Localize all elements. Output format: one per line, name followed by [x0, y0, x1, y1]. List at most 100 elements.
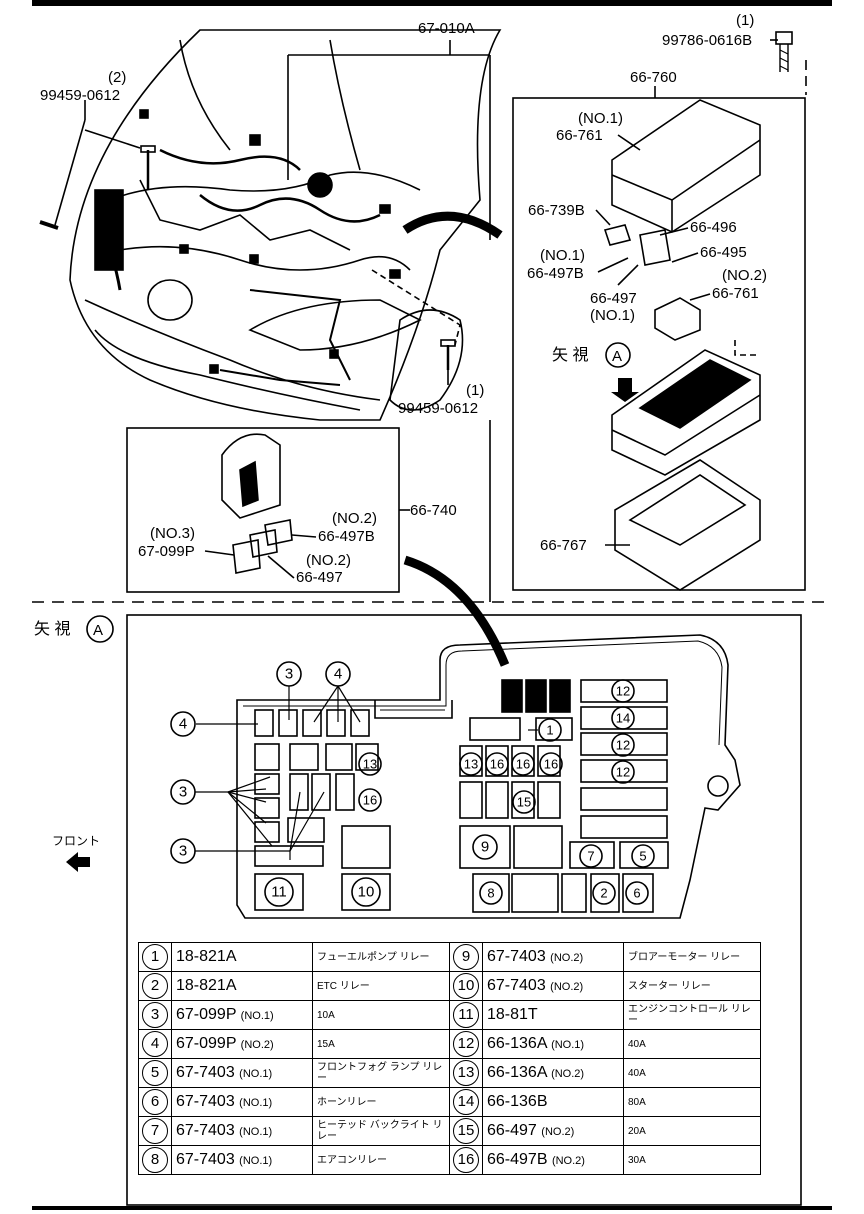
fuse-box-top-view: [236, 634, 741, 919]
slot-16d: 16: [363, 793, 377, 808]
part-description: 40A: [623, 1058, 761, 1088]
table-row: 3 67-099P (NO.1) 10A 11 18-81T エンジンコントロー…: [138, 1000, 761, 1030]
item-number: 11: [453, 1002, 479, 1028]
item-number: 16: [453, 1147, 479, 1173]
bolt-top: (1) 99786-0616B: [662, 12, 793, 72]
relay-497-label: 66-497: [590, 290, 637, 307]
fuse-box-panel: 66-760 (NO.1) 66-761 66-739B 66-496 66-4…: [512, 69, 806, 591]
part-number: 67-099P: [176, 1006, 237, 1023]
part-description: ブロアーモーター リレー: [623, 942, 761, 972]
marker-4b: 4: [334, 666, 342, 683]
r099p-label: 67-099P: [138, 543, 195, 560]
harness-callout: 67-010A: [287, 20, 491, 602]
slot-7: 7: [587, 849, 594, 864]
cover-no1-label: 66-761: [556, 127, 603, 144]
view-a-letter: A: [612, 348, 622, 365]
table-row: 6 67-7403 (NO.1) ホーンリレー 14 66-136B 80A: [138, 1087, 761, 1117]
r497-no2-label: 66-497: [296, 569, 343, 586]
bolt-top-qty: (1): [736, 12, 754, 29]
bolt-top-label: 99786-0616B: [662, 32, 752, 49]
fuse-495-label: 66-495: [700, 244, 747, 261]
part-qty: (NO.2): [541, 1126, 575, 1138]
part-number: 67-7403: [487, 977, 546, 994]
view-a-marker: 矢 視 A: [552, 342, 639, 402]
part-qty: (NO.1): [239, 1155, 273, 1167]
relay-box-label: 66-740: [410, 502, 457, 519]
r497b-no2-label: 66-497B: [318, 528, 375, 545]
slot-6: 6: [633, 886, 640, 901]
table-row: 1 18-821A フューエルポンプ リレー 9 67-7403 (NO.2) …: [138, 942, 761, 972]
fuse-496-label: 66-496: [690, 219, 737, 236]
leader-lines: [195, 685, 538, 860]
item-number: 14: [453, 1089, 479, 1115]
relay-box-panel: 66-740 (NO.2) 66-497B (NO.3) 67-099P (NO…: [126, 427, 457, 593]
part-description: フロントフォグ ランプ リレー: [312, 1058, 450, 1088]
table-row: 8 67-7403 (NO.1) エアコンリレー 16 66-497B (NO.…: [138, 1145, 761, 1175]
part-qty: (NO.2): [551, 1155, 585, 1167]
slot-10: 10: [358, 884, 375, 901]
part-description: 30A: [623, 1145, 761, 1175]
harness-label: 67-010A: [418, 20, 475, 37]
r497-no2-qty: (NO.2): [306, 552, 351, 569]
item-number: 13: [453, 1060, 479, 1086]
part-number: 67-7403: [176, 1093, 235, 1110]
item-number: 1: [142, 944, 168, 970]
item-number: 9: [453, 944, 479, 970]
part-description: ホーンリレー: [312, 1087, 450, 1117]
slot-12c: 12: [616, 765, 630, 780]
view-a-heading-letter: A: [93, 622, 103, 639]
r497b-no2-qty: (NO.2): [332, 510, 377, 527]
item-number: 7: [142, 1118, 168, 1144]
part-qty: (NO.1): [239, 1097, 273, 1109]
bolt-bottom-qty: (1): [466, 382, 484, 399]
slot-12a: 12: [616, 684, 630, 699]
slot-5: 5: [639, 849, 646, 864]
item-number: 6: [142, 1089, 168, 1115]
slot-13a: 13: [464, 757, 478, 772]
front-label: フロント: [52, 834, 100, 848]
slot-markers: [170, 661, 655, 907]
relay-497b-label: 66-497B: [527, 265, 584, 282]
part-number: 18-821A: [176, 977, 237, 994]
slot-16c: 16: [544, 757, 558, 772]
table-row: 4 67-099P (NO.2) 15A 12 66-136A (NO.1) 4…: [138, 1029, 761, 1059]
marker-3b: 3: [179, 784, 187, 801]
part-qty: (NO.2): [240, 1039, 274, 1051]
cover-no1-qty: (NO.1): [578, 110, 623, 127]
part-description: エンジンコントロール リレー: [623, 1000, 761, 1030]
part-number: 66-136A: [487, 1064, 547, 1081]
marker-4a: 4: [179, 716, 187, 733]
relay-497b-qty: (NO.1): [540, 247, 585, 264]
part-number: 67-7403: [176, 1064, 235, 1081]
part-qty: (NO.2): [550, 952, 584, 964]
slot-15: 15: [517, 795, 531, 810]
part-description: 80A: [623, 1087, 761, 1117]
part-number: 67-7403: [176, 1151, 235, 1168]
marker-3a: 3: [285, 666, 293, 683]
view-a-heading-text: 矢 視: [34, 620, 70, 638]
table-row: 7 67-7403 (NO.1) ヒーテッド バックライト リレー 15 66-…: [138, 1116, 761, 1146]
slot-11: 11: [271, 884, 287, 901]
item-number: 8: [142, 1147, 168, 1173]
part-number: 66-497: [487, 1122, 537, 1139]
part-number: 66-136B: [487, 1093, 548, 1110]
slot-2: 2: [600, 886, 607, 901]
item-number: 12: [453, 1031, 479, 1057]
part-description: 40A: [623, 1029, 761, 1059]
part-qty: (NO.1): [551, 1039, 585, 1051]
engine-bay-illustration: [39, 29, 510, 667]
slot-8: 8: [487, 886, 494, 901]
marker-3c: 3: [179, 843, 187, 860]
slot-numbers: 4 3 4 3 3 13 16 16 16 13 16 15 1 12 14 1…: [179, 666, 647, 901]
item-number: 2: [142, 973, 168, 999]
lower-box-label: 66-767: [540, 537, 587, 554]
part-description: ETC リレー: [312, 971, 450, 1001]
bolt-left-qty: (2): [108, 69, 126, 86]
part-description: スターター リレー: [623, 971, 761, 1001]
table-row: 5 67-7403 (NO.1) フロントフォグ ランプ リレー 13 66-1…: [138, 1058, 761, 1088]
item-number: 10: [453, 973, 479, 999]
slot-13b: 13: [363, 757, 377, 772]
slot-12b: 12: [616, 738, 630, 753]
part-number: 66-497B: [487, 1151, 548, 1168]
